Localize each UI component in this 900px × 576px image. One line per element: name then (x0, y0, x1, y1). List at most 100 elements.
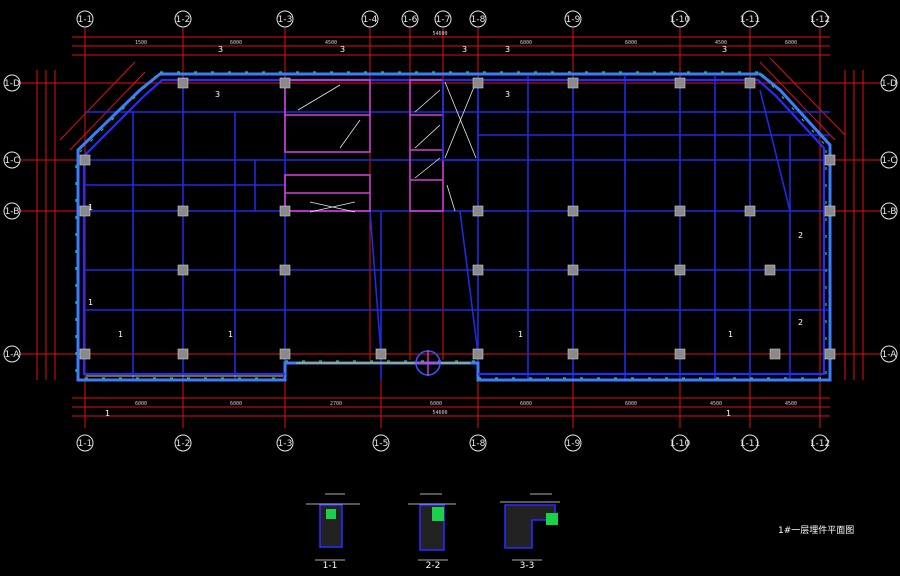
svg-text:1-12: 1-12 (810, 439, 830, 449)
axis-bubble: 1-8 (469, 10, 487, 28)
svg-text:6000: 6000 (785, 40, 797, 46)
svg-text:1: 1 (118, 330, 123, 339)
svg-text:6000: 6000 (230, 40, 242, 46)
svg-text:1-10: 1-10 (670, 15, 691, 25)
svg-text:1-1: 1-1 (78, 439, 93, 449)
svg-text:3: 3 (215, 90, 220, 99)
svg-text:6000: 6000 (625, 40, 637, 46)
axis-bubble: 1-A (880, 345, 898, 363)
axis-bubble: 1-3 (276, 10, 294, 28)
svg-text:3: 3 (505, 90, 510, 99)
svg-text:3: 3 (462, 45, 467, 54)
svg-text:2: 2 (798, 318, 803, 327)
svg-text:1: 1 (228, 330, 233, 339)
axis-bubble: 1-1 (76, 10, 94, 28)
axis-bubble: 1-C (880, 151, 898, 169)
svg-text:6000: 6000 (430, 401, 442, 407)
axis-bubble: 1-1 (76, 434, 94, 452)
svg-text:2-2: 2-2 (426, 561, 441, 571)
axis-bubble: 1-4 (361, 10, 379, 28)
svg-text:6000: 6000 (520, 40, 532, 46)
axis-bubbles-bottom: 1-1 1-2 1-3 1-5 1-8 1-9 1-10 1-11 1-12 (76, 434, 830, 452)
axis-bubble: 1-C (3, 151, 21, 169)
svg-text:3: 3 (505, 45, 510, 54)
svg-text:6000: 6000 (625, 401, 637, 407)
svg-text:6000: 6000 (135, 401, 147, 407)
svg-text:1-9: 1-9 (566, 15, 581, 25)
svg-text:1-11: 1-11 (740, 15, 760, 25)
svg-text:1: 1 (88, 203, 93, 212)
axis-bubbles-right: 1-D 1-C 1-B 1-A (880, 74, 898, 363)
svg-text:1-3: 1-3 (278, 439, 293, 449)
svg-text:1-D: 1-D (881, 79, 897, 89)
svg-text:1: 1 (105, 409, 110, 418)
axis-bubble: 1-5 (372, 434, 390, 452)
svg-text:1-2: 1-2 (176, 439, 191, 449)
svg-text:1: 1 (726, 409, 731, 418)
axis-bubble: 1-B (880, 202, 898, 220)
tag-labels: 3 3 3 3 3 3 3 1 1 1 1 1 1 2 2 1 1 (88, 45, 803, 418)
svg-text:2: 2 (798, 231, 803, 240)
svg-text:1-5: 1-5 (374, 439, 389, 449)
beam-grid (85, 76, 830, 380)
svg-text:4500: 4500 (710, 401, 722, 407)
axis-bubble: 1-9 (564, 434, 582, 452)
axis-bubble: 1-B (3, 202, 21, 220)
svg-text:1-2: 1-2 (176, 15, 191, 25)
svg-text:1-9: 1-9 (566, 439, 581, 449)
svg-text:1-6: 1-6 (403, 15, 418, 25)
svg-text:1: 1 (728, 330, 733, 339)
svg-text:1-B: 1-B (5, 207, 20, 217)
section-3-3: 3-3 (500, 493, 560, 571)
svg-text:1-12: 1-12 (810, 15, 830, 25)
columns (79, 77, 836, 360)
svg-text:1#一层埋件平面图: 1#一层埋件平面图 (778, 524, 854, 536)
axis-bubble: 1-9 (564, 10, 582, 28)
section-1-1: 1-1 (306, 493, 360, 571)
svg-text:3: 3 (340, 45, 345, 54)
svg-text:1-4: 1-4 (363, 15, 378, 25)
svg-text:1-C: 1-C (4, 156, 19, 166)
axis-bubble: 1-12 (810, 10, 830, 28)
axis-bubble: 1-D (880, 74, 898, 92)
drawing-title: 1#一层埋件平面图 (778, 524, 854, 536)
svg-text:54600: 54600 (432, 410, 447, 416)
svg-text:4500: 4500 (325, 40, 337, 46)
exterior-wall (76, 72, 832, 382)
svg-text:1: 1 (518, 330, 523, 339)
svg-text:4500: 4500 (715, 40, 727, 46)
axis-bubble: 1-3 (276, 434, 294, 452)
svg-text:1-10: 1-10 (670, 439, 691, 449)
axis-bubble: 1-10 (670, 434, 691, 452)
svg-text:1-1: 1-1 (78, 15, 93, 25)
core-walls (284, 79, 479, 213)
svg-text:1-1: 1-1 (323, 561, 338, 571)
svg-text:1-3: 1-3 (278, 15, 293, 25)
axis-bubble: 1-11 (740, 10, 760, 28)
axis-bubble: 1-6 (401, 10, 419, 28)
svg-text:1-11: 1-11 (740, 439, 760, 449)
axis-bubble: 1-7 (434, 10, 452, 28)
svg-text:1-A: 1-A (882, 350, 898, 360)
svg-text:3-3: 3-3 (520, 561, 535, 571)
axis-bubble: 1-12 (810, 434, 830, 452)
axis-bubble: 1-2 (174, 10, 192, 28)
svg-text:3: 3 (218, 45, 223, 54)
axis-bubble: 1-A (3, 345, 21, 363)
svg-text:1-B: 1-B (882, 207, 897, 217)
axis-bubble: 1-11 (740, 434, 760, 452)
svg-text:3: 3 (722, 45, 727, 54)
axis-bubble: 1-D (3, 74, 21, 92)
svg-text:1: 1 (88, 298, 93, 307)
svg-text:1-C: 1-C (881, 156, 896, 166)
svg-text:1-A: 1-A (5, 350, 21, 360)
axis-bubbles-top: 1-1 1-2 1-3 1-4 1-6 1-7 1-8 1-9 1-10 1-1… (76, 10, 830, 28)
svg-text:1-D: 1-D (4, 79, 20, 89)
svg-text:2700: 2700 (330, 401, 342, 407)
axis-bubble: 1-8 (469, 434, 487, 452)
svg-text:54600: 54600 (432, 31, 447, 37)
svg-text:6000: 6000 (520, 401, 532, 407)
axis-bubble: 1-2 (174, 434, 192, 452)
axis-bubble: 1-10 (670, 10, 691, 28)
